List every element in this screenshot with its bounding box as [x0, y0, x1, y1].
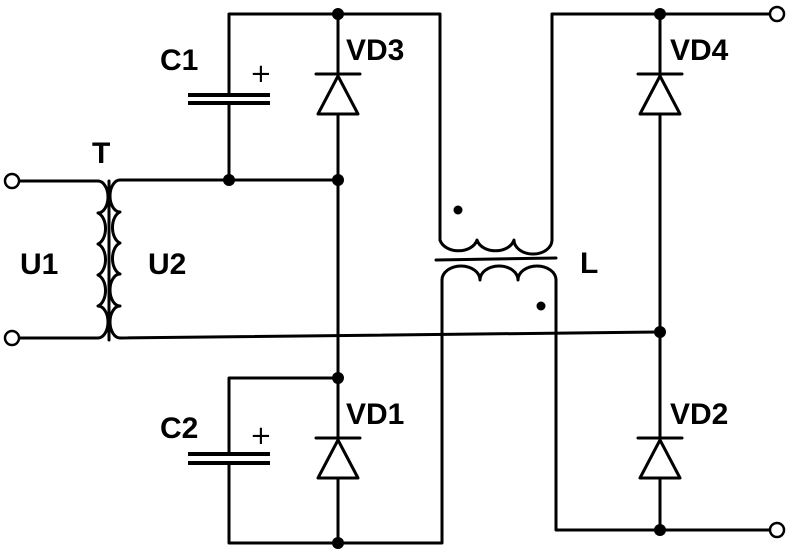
input-terminal-bottom — [3, 329, 21, 347]
junctions — [223, 8, 666, 549]
diode-vd4 — [636, 72, 684, 116]
inductor-winding-bottom — [440, 264, 558, 282]
terminals — [3, 5, 786, 539]
bottom-rail-from-inductor — [336, 278, 444, 545]
secondary-bottom-wire — [118, 330, 662, 340]
c2-bottom-wire — [227, 461, 340, 545]
c2-top-wire — [227, 376, 340, 456]
labels: T U1 U2 C1 C2 + + VD3 VD1 VD4 VD2 L — [20, 34, 729, 451]
vd4-label: VD4 — [670, 34, 729, 67]
junction-dot — [332, 372, 344, 384]
transformer-label: T — [92, 137, 110, 170]
inductor-polarity-dot-top — [453, 205, 463, 215]
junction-dot — [332, 174, 344, 186]
c1-plus-sign: + — [250, 59, 272, 89]
junction-dot — [654, 524, 666, 536]
junction-dot — [223, 174, 235, 186]
secondary-label: U2 — [148, 248, 186, 281]
vd2-triangle — [638, 438, 682, 480]
primary-winding — [96, 179, 110, 340]
inductor-right-bottom-wire — [554, 278, 662, 532]
vd2-label: VD2 — [670, 398, 728, 431]
c2-label: C2 — [160, 412, 198, 445]
wires — [12, 12, 777, 545]
inductor-right-top-wire — [550, 12, 662, 242]
c1-label: C1 — [160, 44, 198, 77]
inductor-label: L — [580, 247, 598, 280]
diode-vd3 — [314, 72, 362, 116]
capacitor-c1 — [188, 93, 270, 105]
inductor — [434, 205, 558, 311]
transformer — [96, 178, 122, 342]
c2-plus-sign: + — [250, 421, 272, 451]
vd1-label: VD1 — [346, 398, 404, 431]
junction-dot — [332, 8, 344, 20]
capacitor-c2 — [188, 452, 270, 465]
inductor-winding-top — [438, 238, 554, 256]
junction-dot — [654, 8, 666, 20]
inductor-core — [434, 256, 558, 262]
inductor-polarity-dot-bottom — [536, 301, 546, 311]
diode-vd1 — [314, 436, 362, 480]
vd3-triangle — [316, 74, 360, 116]
junction-dot — [654, 326, 666, 338]
vd3-label: VD3 — [346, 34, 404, 67]
vd4-triangle — [638, 74, 682, 116]
secondary-winding — [108, 178, 122, 340]
output-terminal-bottom — [768, 521, 786, 539]
output-terminal-top — [768, 5, 786, 23]
top-rail-to-inductor — [336, 12, 442, 242]
primary-label: U1 — [20, 248, 58, 281]
input-terminal-top — [3, 172, 21, 190]
c1-top-wire — [227, 12, 340, 97]
vd1-triangle — [316, 438, 360, 480]
diode-vd2 — [636, 436, 684, 480]
junction-dot — [332, 537, 344, 549]
